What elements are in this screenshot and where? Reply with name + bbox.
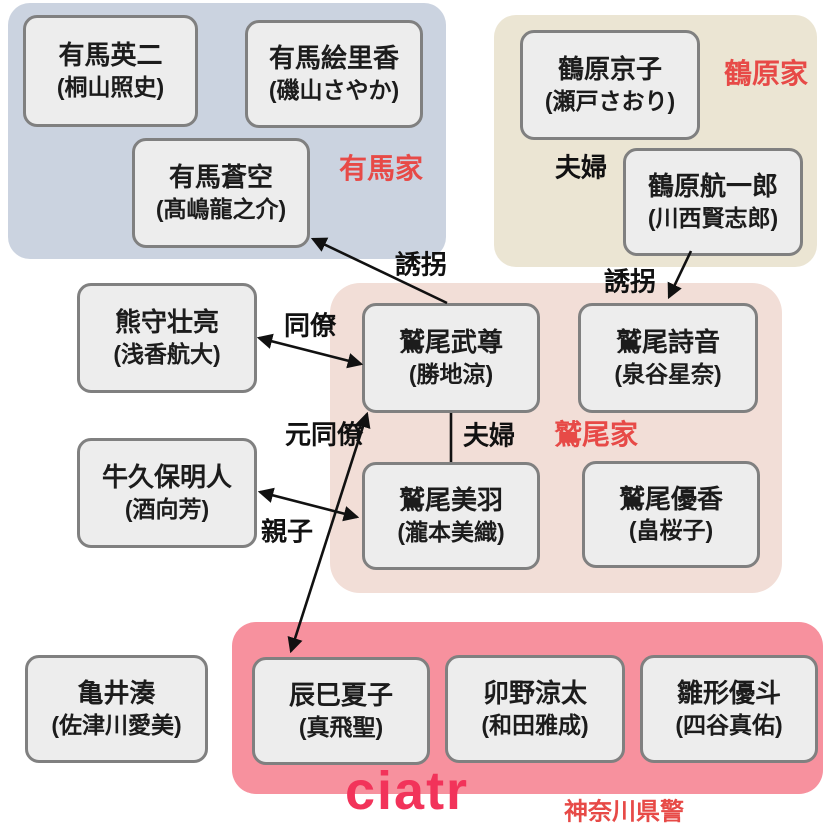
person-actor: (佐津川愛美) <box>51 711 182 738</box>
person-box-arima-eiji: 有馬英二 (桐山照史) <box>23 15 198 127</box>
person-actor: (勝地涼) <box>408 360 494 387</box>
relation-label-colleague: 同僚 <box>283 310 337 341</box>
person-actor: (桐山照史) <box>56 73 165 100</box>
person-box-kumamori-sosuke: 熊守壮亮 (浅香航大) <box>77 283 257 393</box>
person-box-washio-yuka: 鷲尾優香 (畠桜子) <box>582 461 760 568</box>
relation-label-kidnap-tsuruhara: 誘拐 <box>603 266 657 297</box>
person-box-washio-shion: 鷲尾詩音 (泉谷星奈) <box>578 303 758 413</box>
person-actor: (瀬戸さおり) <box>544 87 676 114</box>
family-label-washio: 鷲尾家 <box>553 419 639 450</box>
relation-label-oyako: 親子 <box>260 516 314 547</box>
person-box-arima-sora: 有馬蒼空 (髙嶋龍之介) <box>132 138 310 248</box>
person-actor: (真飛聖) <box>298 713 384 740</box>
person-name: 有馬英二 <box>58 40 163 71</box>
person-name: 有馬蒼空 <box>168 162 273 193</box>
person-actor: (瀧本美織) <box>397 518 505 545</box>
person-name: 鷲尾優香 <box>618 483 723 514</box>
person-box-arima-erika: 有馬絵里香 (磯山さやか) <box>245 20 423 128</box>
person-actor: (和田雅成) <box>481 711 589 738</box>
person-box-tsuruhara-koichiro: 鶴原航一郎 (川西賢志郎) <box>623 148 803 256</box>
person-box-ushikubo-akito: 牛久保明人 (酒向芳) <box>77 438 257 548</box>
person-actor: (酒向芳) <box>124 495 210 522</box>
person-name: 牛久保明人 <box>101 462 232 493</box>
relation-label-fufu-washio: 夫婦 <box>462 420 516 451</box>
person-actor: (泉谷星奈) <box>614 360 722 387</box>
person-box-uno-ryota: 卯野涼太 (和田雅成) <box>445 655 625 763</box>
person-name: 鷲尾詩音 <box>615 327 720 358</box>
person-box-washio-takeru: 鷲尾武尊 (勝地涼) <box>362 303 540 413</box>
family-label-police: 神奈川県警 <box>564 798 684 826</box>
person-actor: (四谷真佑) <box>675 711 783 738</box>
person-actor: (磯山さやか) <box>268 76 400 103</box>
person-box-tsuruhara-kyoko: 鶴原京子 (瀬戸さおり) <box>520 30 700 140</box>
person-actor: (畠桜子) <box>628 517 714 544</box>
person-box-kamei-minato: 亀井湊 (佐津川愛美) <box>25 655 208 763</box>
person-box-washio-miwa: 鷲尾美羽 (瀧本美織) <box>362 462 540 570</box>
person-name: 卯野涼太 <box>482 678 587 709</box>
person-name: 雛形優斗 <box>676 678 781 709</box>
person-box-hinagata-yuto: 雛形優斗 (四谷真佑) <box>640 655 818 763</box>
person-name: 鶴原京子 <box>557 54 662 85</box>
person-name: 鶴原航一郎 <box>647 171 778 202</box>
person-name: 有馬絵里香 <box>268 43 399 74</box>
person-name: 鷲尾武尊 <box>398 327 503 358</box>
relation-label-kidnap-arima: 誘拐 <box>394 249 448 280</box>
family-label-arima: 有馬家 <box>338 153 424 184</box>
family-label-tsuruhara: 鶴原家 <box>723 58 809 89</box>
person-name: 亀井湊 <box>77 678 156 709</box>
person-actor: (浅香航大) <box>113 340 221 367</box>
person-name: 鷲尾美羽 <box>398 485 503 516</box>
person-actor: (髙嶋龍之介) <box>155 195 287 222</box>
person-box-tatsumi-natsuko: 辰巳夏子 (真飛聖) <box>252 657 430 765</box>
person-actor: (川西賢志郎) <box>647 204 779 231</box>
person-name: 熊守壮亮 <box>114 307 219 338</box>
person-name: 辰巳夏子 <box>288 680 393 711</box>
ciatr-logo: ciatr <box>345 761 470 821</box>
relation-label-ex-colleague: 元同僚 <box>284 419 364 450</box>
relation-label-fufu-tsuruhara: 夫婦 <box>554 152 608 183</box>
